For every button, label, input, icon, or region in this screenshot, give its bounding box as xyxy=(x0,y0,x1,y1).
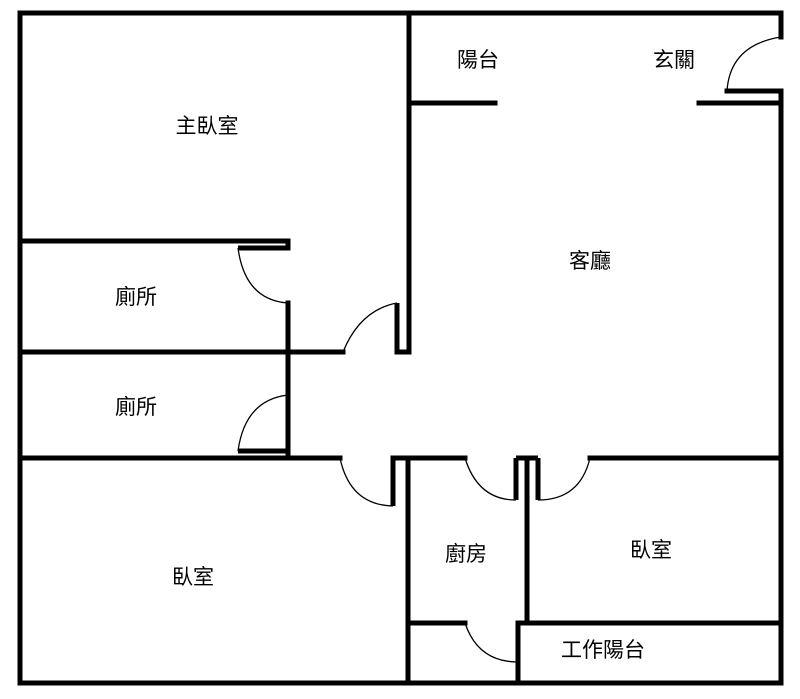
door-swing-toilet1 xyxy=(237,247,289,304)
door-leaves xyxy=(238,241,541,506)
door-leaf-master xyxy=(394,303,409,355)
door-swing-toilet2 xyxy=(237,394,289,452)
door-leaf-toilet1 xyxy=(238,241,291,251)
label-balcony: 陽台 xyxy=(457,48,499,72)
door-swing-master xyxy=(342,302,398,353)
label-living-room: 客廳 xyxy=(569,249,611,273)
door-leaf-toilet2 xyxy=(238,448,291,458)
label-toilet-2: 廁所 xyxy=(115,395,157,419)
door-swing-utility xyxy=(464,622,519,663)
label-bedroom-2: 臥室 xyxy=(630,538,672,562)
door-swings xyxy=(237,36,782,663)
label-utility-balcony: 工作陽台 xyxy=(561,638,645,662)
label-bedroom-1: 臥室 xyxy=(172,565,214,589)
label-master-bedroom: 主臥室 xyxy=(176,114,239,138)
door-leaf-kitchen-bedroom2 xyxy=(513,455,541,500)
outer-walls xyxy=(17,10,784,686)
door-swing-entrance xyxy=(726,36,782,92)
interior-walls xyxy=(17,10,784,686)
label-toilet-1: 廁所 xyxy=(115,285,157,309)
label-kitchen: 廚房 xyxy=(445,542,487,566)
door-swing-kitchen xyxy=(464,457,517,501)
room-labels: 主臥室 陽台 玄關 客廳 廁所 廁所 臥室 廚房 臥室 工作陽台 xyxy=(115,48,695,662)
door-swing-bedroom1 xyxy=(339,457,394,507)
label-entrance: 玄關 xyxy=(653,48,695,72)
door-swing-bedroom2 xyxy=(537,457,591,501)
